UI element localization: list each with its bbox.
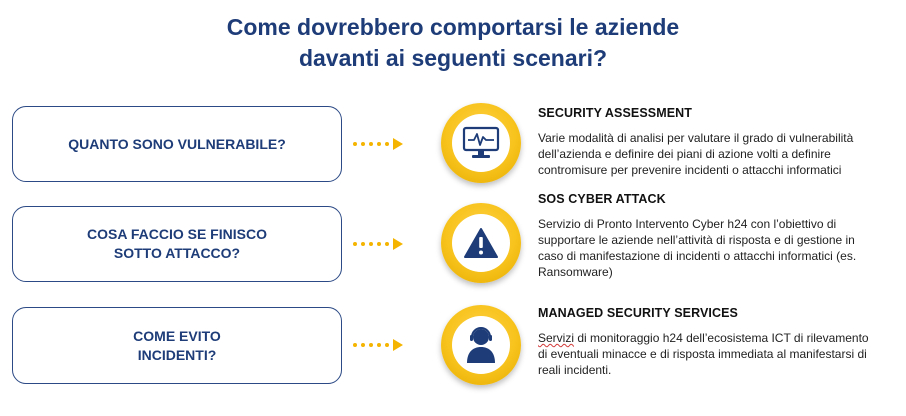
service-description: Varie modalità di analisi per valutare i…: [538, 131, 854, 177]
question-box-avoid-incidents: COME EVITO INCIDENTI?: [12, 307, 342, 384]
question-box-vulnerability: QUANTO SONO VULNERABILE?: [12, 106, 342, 182]
service-security-assessment: SECURITY ASSESSMENT Varie modalità di an…: [538, 106, 906, 178]
managed-security-badge: [441, 305, 521, 385]
service-description: Servizio di Pronto Intervento Cyber h24 …: [538, 217, 857, 279]
dotted-arrow-icon: [353, 238, 403, 250]
service-sos-cyber-attack: SOS CYBER ATTACK Servizio di Pronto Inte…: [538, 192, 906, 280]
warning-triangle-icon: [464, 228, 498, 258]
service-description: Servizi di monitoraggio h24 dell’ecosist…: [538, 330, 906, 378]
service-description-first-word: Servizi: [538, 331, 575, 345]
service-title: SECURITY ASSESSMENT: [538, 106, 693, 120]
question-label: COSA FACCIO SE FINISCO SOTTO ATTACCO?: [87, 226, 267, 261]
question-box-under-attack: COSA FACCIO SE FINISCO SOTTO ATTACCO?: [12, 206, 342, 282]
security-assessment-badge: [441, 103, 521, 183]
question-label: QUANTO SONO VULNERABILE?: [68, 135, 286, 152]
question-label: COME EVITO INCIDENTI?: [133, 327, 221, 363]
title-line-1: Come dovrebbero comportarsi le aziende: [226, 14, 680, 40]
service-description-rest: di monitoraggio h24 dell’ecosistema ICT …: [538, 331, 869, 377]
service-managed-security: MANAGED SECURITY SERVICES Servizi di mon…: [538, 306, 906, 378]
dotted-arrow-icon: [353, 339, 403, 351]
page-title: Come dovrebbero comportarsi le aziende d…: [0, 12, 906, 74]
monitor-pulse-icon: [462, 126, 500, 158]
title-line-2: davanti ai seguenti scenari?: [298, 45, 608, 71]
security-agent-icon: [467, 327, 495, 363]
service-title: MANAGED SECURITY SERVICES: [538, 306, 738, 320]
dotted-arrow-icon: [353, 138, 403, 150]
service-title: SOS CYBER ATTACK: [538, 192, 666, 206]
sos-cyber-attack-badge: [441, 203, 521, 283]
